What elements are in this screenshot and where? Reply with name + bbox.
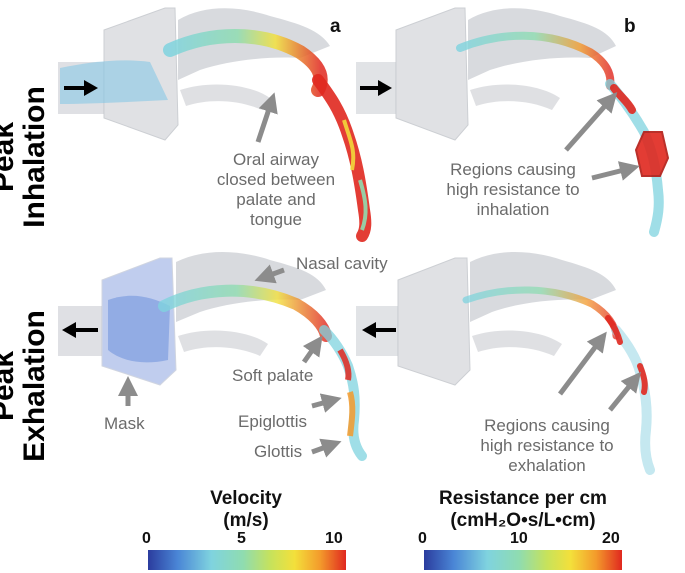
velocity-tick-0: 0 xyxy=(142,530,151,547)
flow-arrow-right-icon xyxy=(64,80,98,96)
panel-letter-a: a xyxy=(330,16,341,37)
inflow-jet xyxy=(60,60,168,104)
label-line: inhalation xyxy=(476,200,550,219)
panel-d-model xyxy=(356,252,655,475)
panel-letter-b: b xyxy=(624,16,636,37)
panel-a-model xyxy=(58,7,372,242)
tongue-shape xyxy=(180,84,270,110)
nasal-cavity-shape xyxy=(470,252,616,322)
panel-c-model xyxy=(58,252,367,461)
mask-shell xyxy=(101,257,177,386)
label-line: high resistance to xyxy=(480,436,614,455)
tongue-shape xyxy=(472,330,562,356)
velocity-tick-10: 10 xyxy=(325,530,343,547)
title-line: (m/s) xyxy=(223,510,269,531)
row-label-inhalation: Peak Inhalation xyxy=(0,42,51,272)
row-label-line: Inhalation xyxy=(18,86,51,228)
oral-airway-label: Oral airway closed between palate and to… xyxy=(196,150,356,230)
pointer-arrow-icon xyxy=(255,92,278,143)
row-label-line: Exhalation xyxy=(18,310,51,462)
mask-label: Mask xyxy=(104,414,145,433)
row-label-line: Peak xyxy=(0,350,20,422)
resistance-tick-10: 10 xyxy=(510,530,528,547)
flow-arrow-left-icon xyxy=(362,322,396,338)
pointer-arrow-icon xyxy=(608,371,642,412)
nasal-flow xyxy=(158,284,332,342)
pointer-arrow-icon xyxy=(254,264,285,284)
resistance-tick-20: 20 xyxy=(602,530,620,547)
velocity-colorbar xyxy=(148,550,346,570)
row-label-line: Peak xyxy=(0,121,20,193)
pointer-arrow-icon xyxy=(564,92,618,152)
resistance-hotspot xyxy=(634,131,670,177)
pointer-arrow-icon xyxy=(591,161,640,181)
pointer-arrow-icon xyxy=(311,438,342,458)
regions-inhalation-label: Regions causing high resistance to inhal… xyxy=(428,160,598,220)
velocity-tick-5: 5 xyxy=(237,530,246,547)
nasal-flow xyxy=(456,31,615,90)
label-line: Regions causing xyxy=(450,160,576,179)
epiglottis-label: Epiglottis xyxy=(238,412,307,431)
pointer-arrow-icon xyxy=(558,331,607,396)
resistance-tick-0: 0 xyxy=(418,530,427,547)
label-line: palate and xyxy=(236,190,316,209)
title-line: Resistance per cm xyxy=(439,488,607,509)
pointer-arrow-icon xyxy=(311,393,342,413)
title-line: (cmH₂O•s/L•cm) xyxy=(450,510,596,531)
label-line: exhalation xyxy=(508,456,586,475)
pharynx-flow xyxy=(319,325,367,461)
label-line: Oral airway xyxy=(233,150,319,169)
mask-shell xyxy=(397,257,471,386)
tongue-shape xyxy=(178,330,268,356)
resistance-colorbar xyxy=(424,550,622,570)
mask-shell xyxy=(395,7,469,141)
resistance-colorbar-title: Resistance per cm (cmH₂O•s/L•cm) xyxy=(408,488,638,532)
label-line: closed between xyxy=(216,170,336,189)
flow-arrow-left-icon xyxy=(62,322,98,338)
regions-exhalation-label: Regions causing high resistance to exhal… xyxy=(462,416,632,476)
flow-arrow-right-icon xyxy=(360,80,392,96)
label-line: Regions causing xyxy=(484,416,610,435)
tongue-shape xyxy=(470,84,560,110)
title-line: Velocity xyxy=(210,488,282,509)
velocity-colorbar-title: Velocity (m/s) xyxy=(166,488,326,532)
label-line: high resistance to xyxy=(446,180,580,199)
pointer-arrow-icon xyxy=(301,335,323,364)
nasal-cavity-label: Nasal cavity xyxy=(296,254,388,273)
pharynx-flow xyxy=(611,325,655,475)
glottis-label: Glottis xyxy=(254,442,303,461)
soft-palate-label: Soft palate xyxy=(232,366,314,385)
nasal-cavity-shape xyxy=(468,8,616,80)
row-label-exhalation: Peak Exhalation xyxy=(0,271,51,501)
label-line: tongue xyxy=(250,210,302,229)
